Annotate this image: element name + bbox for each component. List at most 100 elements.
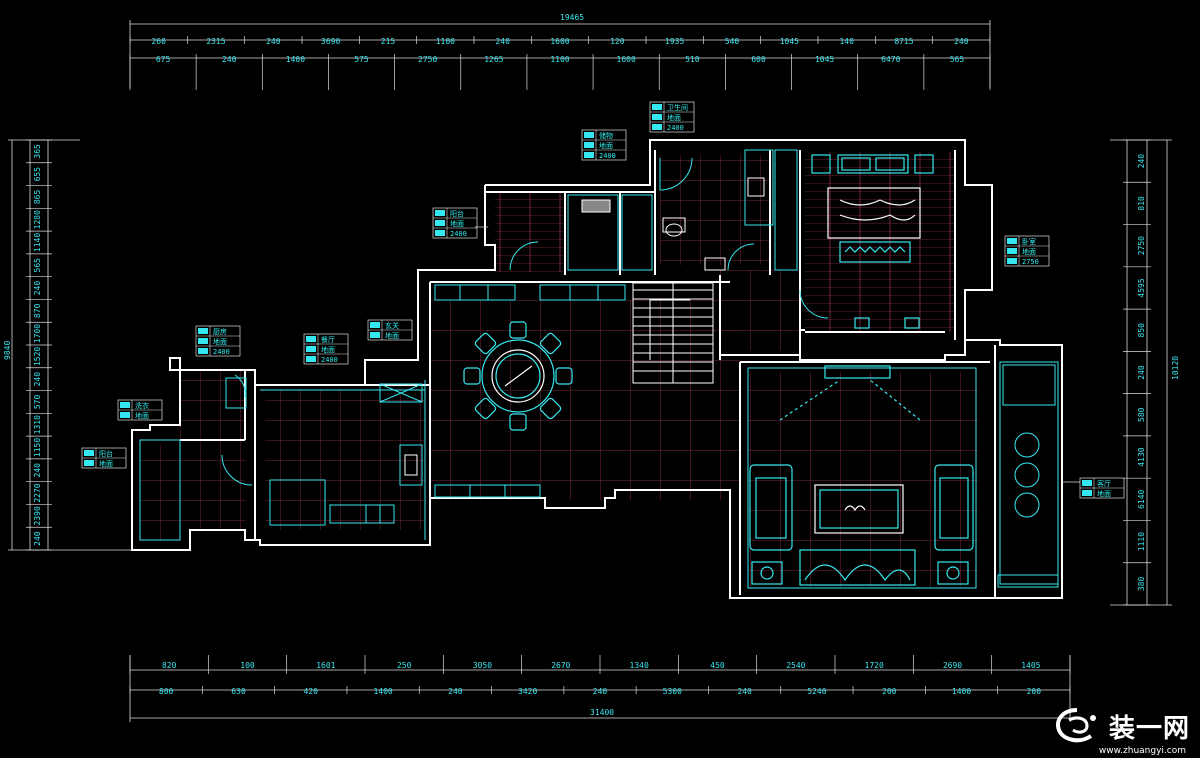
dim-label: 8715 [894, 37, 913, 46]
room-tag-text: 储物 [599, 131, 613, 140]
dim-label: 2690 [943, 661, 962, 670]
brand-url: www.zhuangyi.com [1098, 746, 1186, 756]
dim-label: 630 [231, 687, 246, 696]
overall-bottom-dim: 31400 [590, 708, 614, 717]
dim-label: 1310 [33, 415, 42, 434]
dim-label: 240 [593, 687, 608, 696]
overall-left-dim: 9840 [3, 341, 12, 360]
right-dimension-ticks [1123, 139, 1151, 606]
dim-label: 2750 [1137, 236, 1146, 255]
overall-top-dim: 19465 [560, 13, 584, 22]
dim-label: 2270 [33, 483, 42, 502]
dim-label: 1935 [665, 37, 684, 46]
dim-label: 1100 [436, 37, 455, 46]
bathroom-fixtures [581, 177, 765, 271]
room-tag-text: 餐厅 [321, 335, 335, 344]
dim-label: 1400 [952, 687, 971, 696]
dim-label: 580 [1137, 407, 1146, 422]
dim-label: 1405 [1021, 661, 1040, 670]
staircase [632, 282, 714, 384]
dim-label: 215 [381, 37, 396, 46]
dim-label: 200 [882, 687, 897, 696]
dim-label: 2750 [418, 55, 437, 64]
brand-logo-icon [1056, 708, 1096, 743]
room-tag-text: 地面 [385, 331, 399, 340]
dim-label: 240 [33, 531, 42, 546]
dim-label: 450 [710, 661, 725, 670]
room-tag-text: 厨房 [213, 327, 227, 336]
room-tag-text: 洗衣 [135, 401, 149, 410]
room-tag-text: 2400 [599, 152, 616, 160]
dim-label: 240 [1137, 154, 1146, 169]
dim-label: 420 [304, 687, 319, 696]
brand-name: 装一网 [1108, 713, 1190, 744]
cabinets [434, 284, 1059, 588]
room-tag-text: 地面 [1097, 489, 1111, 498]
floor-fills [140, 152, 978, 587]
room-tag-text: 客厅 [1097, 479, 1111, 488]
top-dimensions [129, 20, 991, 88]
dim-label: 240 [222, 55, 237, 64]
dim-label: 240 [495, 37, 510, 46]
dim-label: 380 [1137, 576, 1146, 591]
dim-label: 1100 [550, 55, 569, 64]
dim-label: 200 [1027, 687, 1042, 696]
room-tag-text: 2400 [321, 356, 338, 364]
dim-label: 240 [33, 281, 42, 296]
room-tag-text: 卧室 [1022, 237, 1036, 246]
dim-label: 240 [33, 372, 42, 387]
dim-label: 120 [610, 37, 625, 46]
dim-label: 100 [240, 661, 255, 670]
wall-linings [139, 149, 1059, 589]
dim-label: 1140 [33, 233, 42, 252]
room-tag-text: 地面 [99, 459, 113, 468]
room-tag-text: 地面 [321, 345, 335, 354]
room-tag-text: 阳台 [450, 209, 464, 218]
room-tag-text: 地面 [667, 113, 681, 122]
room-tag-text: 2750 [1022, 258, 1039, 266]
dim-label: 2390 [33, 506, 42, 525]
dim-label: 250 [397, 661, 412, 670]
dim-label: 870 [33, 303, 42, 318]
dim-label: 240 [266, 37, 281, 46]
dim-label: 365 [33, 144, 42, 159]
room-tag-text: 玄关 [385, 321, 399, 330]
left-dimension-ticks [26, 139, 52, 551]
dim-label: 4595 [1137, 278, 1146, 297]
dim-label: 865 [33, 190, 42, 205]
dim-label: 810 [1137, 196, 1146, 211]
dim-label: 3050 [473, 661, 492, 670]
dim-label: 570 [33, 395, 42, 410]
dim-label: 600 [751, 55, 766, 64]
dim-label: 820 [162, 661, 177, 670]
living-furniture [749, 365, 974, 586]
room-tag-text: 地面 [450, 219, 464, 228]
dim-label: 1340 [630, 661, 649, 670]
dim-label: 140 [839, 37, 854, 46]
dim-label: 655 [33, 167, 42, 182]
dim-label: 240 [1137, 365, 1146, 380]
dim-label: 6470 [881, 55, 900, 64]
dim-label: 3690 [321, 37, 340, 46]
dim-label: 540 [725, 37, 740, 46]
room-tag-text: 2400 [450, 230, 467, 238]
room-tag-text: 地面 [599, 141, 613, 150]
dim-label: 1400 [286, 55, 305, 64]
dim-label: 1150 [33, 438, 42, 457]
room-tag-text: 阳台 [99, 449, 113, 458]
dim-label: 1520 [33, 347, 42, 366]
room-tags: 卧室地面2750卫生间地面2400储物地面2400阳台地面2400厨房地面240… [81, 101, 1125, 499]
dim-label: 1045 [815, 55, 834, 64]
doors [221, 157, 829, 486]
dim-label: 575 [354, 55, 369, 64]
dim-label: 5300 [663, 687, 682, 696]
dim-label: 6140 [1137, 490, 1146, 509]
